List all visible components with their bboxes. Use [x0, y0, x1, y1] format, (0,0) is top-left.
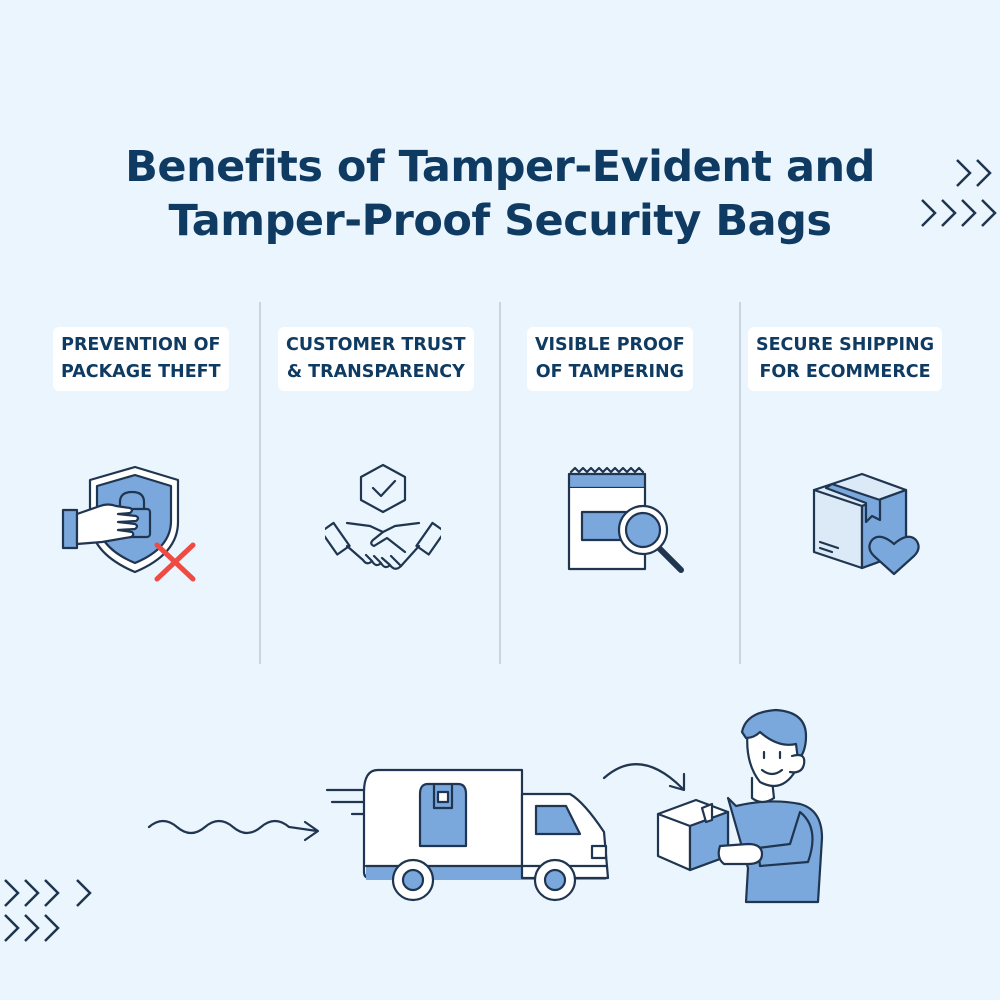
column-divider	[739, 302, 741, 664]
benefit-label-line: & TRANSPARENCY	[286, 362, 465, 382]
person-holding-box-icon	[656, 708, 824, 904]
box-heart-icon	[812, 472, 920, 576]
handshake-check-icon	[325, 463, 441, 570]
benefit-label-line: PREVENTION OF	[61, 335, 221, 355]
benefit-label-shipping: SECURE SHIPPING FOR ECOMMERCE	[748, 327, 943, 391]
benefit-label-trust: CUSTOMER TRUST & TRANSPARENCY	[278, 327, 474, 391]
benefit-label-line: FOR ECOMMERCE	[759, 362, 931, 382]
benefit-label-theft: PREVENTION OF PACKAGE THEFT	[53, 327, 229, 391]
title-line-1: Benefits of Tamper-Evident and	[125, 142, 875, 192]
benefit-label-line: SECURE SHIPPING	[756, 335, 935, 355]
benefit-label-line: PACKAGE THEFT	[61, 362, 221, 382]
title-line-2: Tamper-Proof Security Bags	[168, 196, 833, 246]
benefit-label-line: OF TAMPERING	[535, 362, 684, 382]
shield-lock-hand-icon	[61, 465, 196, 582]
column-divider	[499, 302, 501, 664]
column-divider	[259, 302, 261, 664]
benefit-label-line: VISIBLE PROOF	[535, 335, 685, 355]
chevron-decoration-top-right-icon	[921, 159, 997, 227]
benefit-label-tampering: VISIBLE PROOF OF TAMPERING	[527, 327, 693, 391]
delivery-truck-icon	[325, 768, 610, 902]
bag-magnifier-icon	[567, 466, 684, 573]
benefit-label-line: CUSTOMER TRUST	[286, 335, 466, 355]
curved-arrow-icon	[602, 763, 686, 792]
squiggle-arrow-icon	[147, 819, 320, 842]
chevron-decoration-bottom-left-icon	[4, 879, 92, 942]
page-title: Benefits of Tamper-Evident and Tamper-Pr…	[0, 140, 1000, 248]
